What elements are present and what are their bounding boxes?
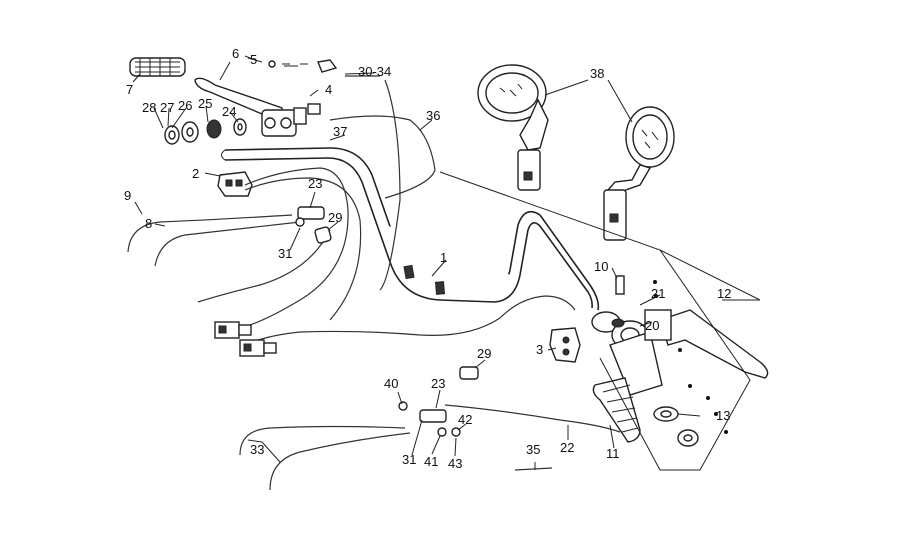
label-43: 43: [448, 456, 462, 471]
label-28: 28: [142, 100, 156, 115]
label-27: 27: [160, 100, 174, 115]
washer-stack: [164, 59, 338, 145]
upper-cable-adjusters: [295, 206, 332, 244]
part-number-labels: 1 2 3 4 5 6 7 8 9 10 11 12 13 20 21 22 2…: [124, 46, 731, 471]
label-22: 22: [560, 440, 574, 455]
right-washers: [615, 275, 699, 447]
label-35: 35: [526, 442, 540, 457]
front-brake-lever: [644, 309, 769, 379]
label-20: 20: [645, 318, 659, 333]
label-31-upper: 31: [278, 246, 292, 261]
label-4: 4: [325, 82, 332, 97]
label-21: 21: [651, 286, 665, 301]
label-30-34: 30-34: [358, 64, 391, 79]
label-1: 1: [440, 250, 447, 265]
label-5: 5: [250, 52, 257, 67]
label-24: 24: [222, 104, 236, 119]
label-23-lower: 23: [431, 376, 445, 391]
right-switch: [549, 327, 581, 363]
lower-cables: [239, 366, 621, 491]
left-grip: [129, 57, 186, 77]
label-41: 41: [424, 454, 438, 469]
label-8: 8: [145, 216, 152, 231]
label-10: 10: [594, 259, 608, 274]
label-11: 11: [606, 446, 620, 461]
label-25: 25: [198, 96, 212, 111]
label-36: 36: [426, 108, 440, 123]
leader-lines: [132, 55, 761, 471]
mirror-left: [477, 64, 549, 191]
label-6: 6: [232, 46, 239, 61]
label-38: 38: [590, 66, 604, 81]
label-7: 7: [126, 82, 133, 97]
label-13: 13: [716, 408, 730, 423]
fastener-dots: [653, 280, 728, 434]
label-33: 33: [250, 442, 264, 457]
label-2: 2: [192, 166, 199, 181]
label-12: 12: [717, 286, 731, 301]
left-lever-holder: [261, 103, 321, 137]
handlebar: [221, 147, 600, 311]
throttle-assembly: [591, 311, 663, 396]
label-29-lower: 29: [477, 346, 491, 361]
label-31-lower: 31: [402, 452, 416, 467]
label-29-upper: 29: [328, 210, 342, 225]
label-40: 40: [384, 376, 398, 391]
label-9: 9: [124, 188, 131, 203]
label-3: 3: [536, 342, 543, 357]
connector-plugs: [214, 321, 277, 357]
label-37: 37: [333, 124, 347, 139]
cables-left: [127, 75, 576, 344]
label-42: 42: [458, 412, 472, 427]
mirror-right: [603, 106, 675, 241]
left-switch: [217, 171, 253, 197]
label-26: 26: [178, 98, 192, 113]
label-23-upper: 23: [308, 176, 322, 191]
